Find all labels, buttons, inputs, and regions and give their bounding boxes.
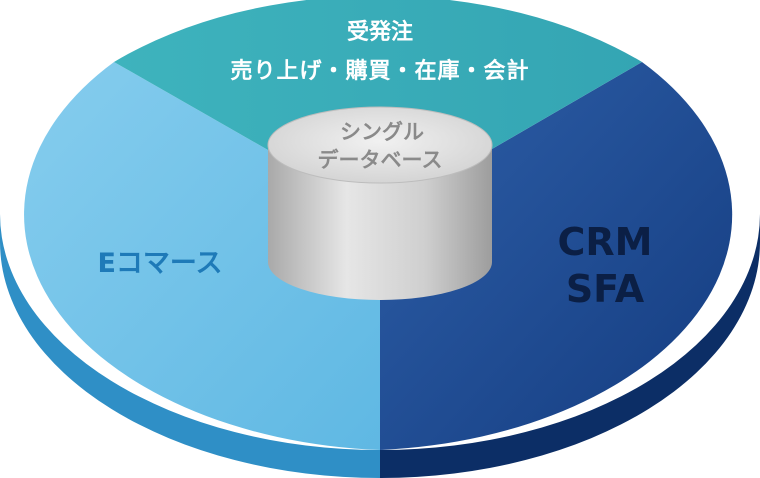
cylinder-top <box>267 106 493 184</box>
center-label-line1: シングル <box>340 120 424 144</box>
disc-side-left <box>0 214 380 478</box>
cylinder-body <box>268 145 492 300</box>
disc-side <box>0 214 760 478</box>
sector-left <box>24 62 380 450</box>
database-cylinder <box>267 106 493 300</box>
right-sector-line1: CRM <box>558 220 653 264</box>
disc-side-right <box>380 214 760 478</box>
left-sector-label: Eコマース <box>97 248 222 279</box>
right-sector-line2: SFA <box>566 267 645 311</box>
top-sector-subtitle: 売り上げ・購買・在庫・会計 <box>230 58 529 84</box>
center-label-line2: データベース <box>318 148 443 172</box>
sector-right <box>380 62 733 450</box>
top-sector-title: 受発注 <box>347 19 413 45</box>
